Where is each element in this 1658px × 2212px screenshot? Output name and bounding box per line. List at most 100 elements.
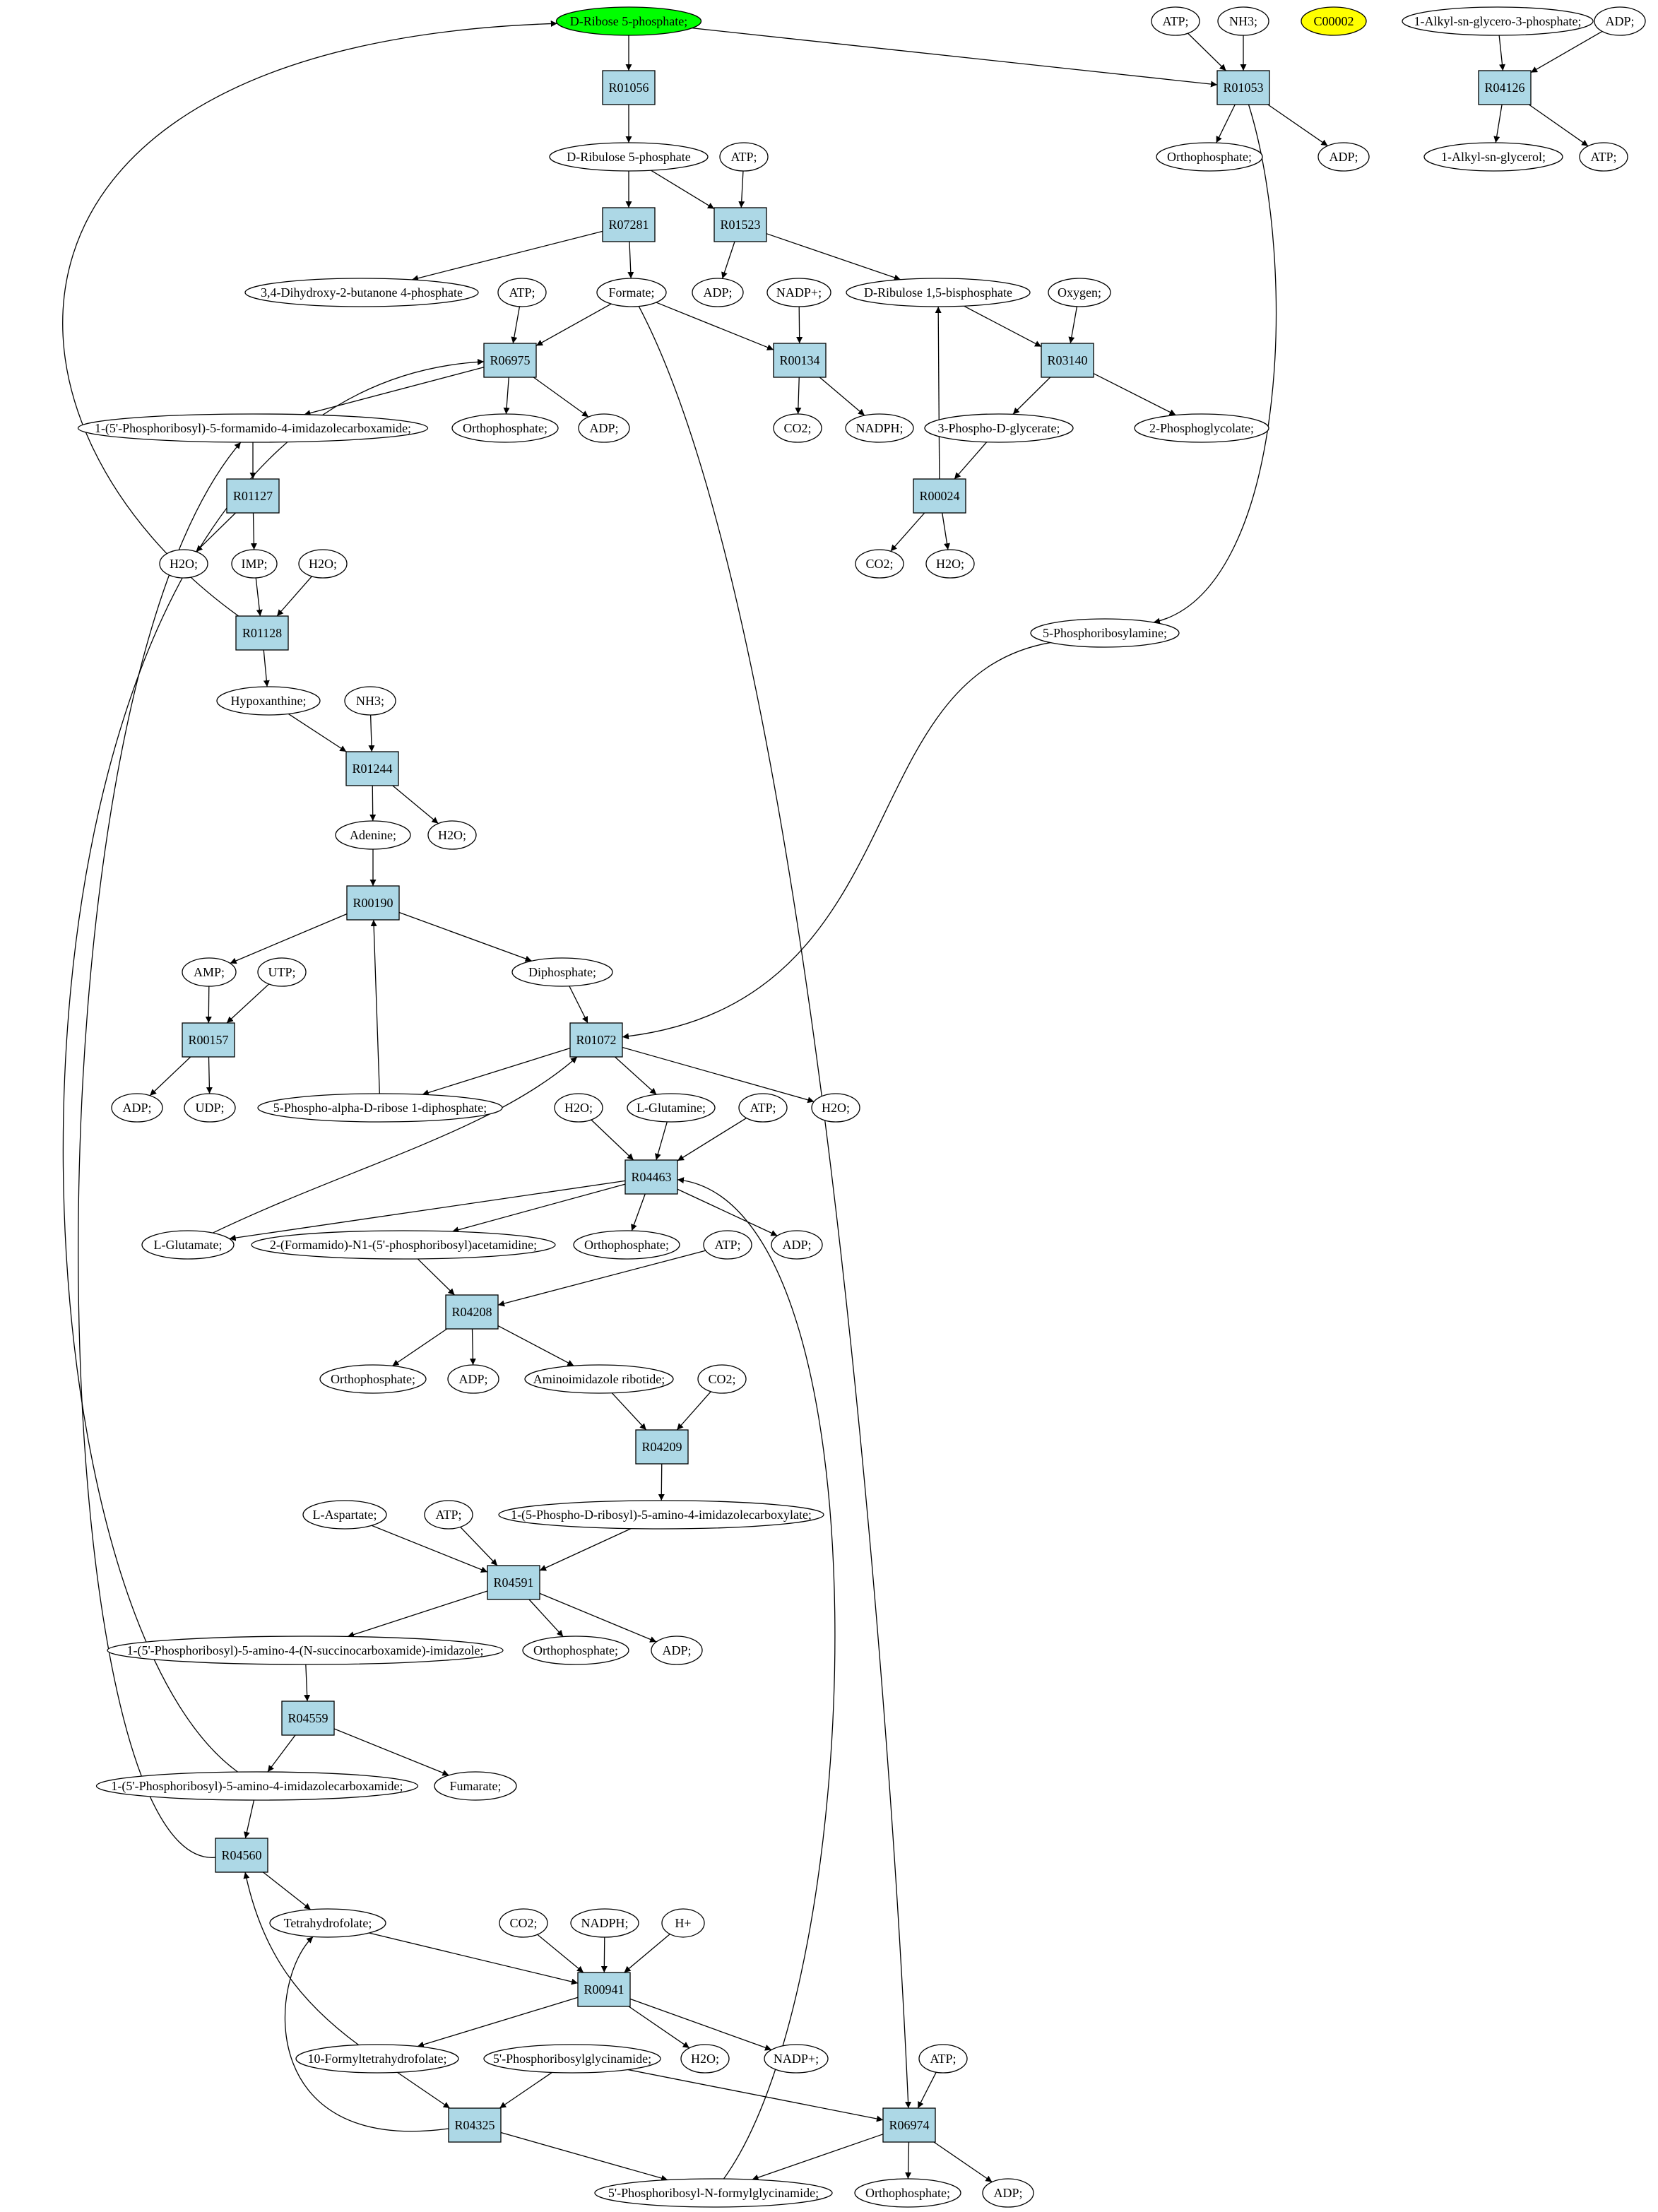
compound-node-atp4[interactable]: ATP; xyxy=(497,278,547,307)
compound-ellipse-utp[interactable] xyxy=(257,957,307,987)
compound-node-adenine[interactable]: Adenine; xyxy=(335,820,411,850)
compound-ellipse-adp9[interactable] xyxy=(982,2178,1034,2208)
compound-ellipse-imp[interactable] xyxy=(231,549,278,579)
compound-ellipse-co2b[interactable] xyxy=(855,549,904,579)
compound-node-co2a[interactable]: CO2; xyxy=(773,413,822,443)
compound-ellipse-atp6[interactable] xyxy=(703,1230,752,1260)
compound-node-fgam[interactable]: 2-(Formamido)-N1-(5'-phosphoribosyl)acet… xyxy=(251,1230,556,1260)
compound-node-atp3[interactable]: ATP; xyxy=(719,142,769,172)
compound-ellipse-atp4[interactable] xyxy=(497,278,547,307)
compound-node-3pg[interactable]: 3-Phospho-D-glycerate; xyxy=(924,413,1074,443)
reaction-box-R04126[interactable] xyxy=(1478,70,1532,105)
compound-ellipse-atp8[interactable] xyxy=(918,2044,968,2074)
reaction-box-R06975[interactable] xyxy=(483,343,537,378)
reaction-node-R04209[interactable]: R04209 xyxy=(635,1429,689,1465)
compound-node-h2o5[interactable]: H2O; xyxy=(554,1093,603,1123)
compound-ellipse-lgln[interactable] xyxy=(627,1093,716,1123)
compound-node-ortho3[interactable]: Orthophosphate; xyxy=(573,1230,680,1260)
compound-node-dru5p[interactable]: D-Ribulose 5-phosphate xyxy=(549,142,709,172)
compound-ellipse-h2o7[interactable] xyxy=(680,2044,730,2074)
reaction-box-R01128[interactable] xyxy=(235,615,289,651)
compound-node-ortho4[interactable]: Orthophosphate; xyxy=(319,1364,427,1394)
compound-ellipse-cair[interactable] xyxy=(498,1500,824,1530)
compound-ellipse-aicar[interactable] xyxy=(95,1771,419,1801)
reaction-node-R03140[interactable]: R03140 xyxy=(1041,343,1094,378)
reaction-box-R01072[interactable] xyxy=(569,1022,623,1058)
compound-node-lgln[interactable]: L-Glutamine; xyxy=(627,1093,716,1123)
compound-ellipse-h2o6[interactable] xyxy=(811,1093,860,1123)
compound-ellipse-oxygen[interactable] xyxy=(1048,278,1111,307)
reaction-box-R00190[interactable] xyxy=(346,885,400,921)
compound-node-fgar[interactable]: 5'-Phosphoribosyl-N-formylglycinamide; xyxy=(594,2178,833,2208)
compound-node-nadph2[interactable]: NADPH; xyxy=(570,1908,639,1938)
compound-ellipse-fgar[interactable] xyxy=(594,2178,833,2208)
compound-ellipse-adp8[interactable] xyxy=(651,1636,703,1665)
compound-node-atp2[interactable]: ATP; xyxy=(1579,142,1628,172)
compound-node-h2o4[interactable]: H2O; xyxy=(427,820,477,850)
reaction-node-R07281[interactable]: R07281 xyxy=(602,207,656,242)
compound-ellipse-10fthf[interactable] xyxy=(295,2044,459,2074)
reaction-box-R04591[interactable] xyxy=(487,1565,540,1600)
compound-ellipse-nadpp2[interactable] xyxy=(764,2044,829,2074)
compound-ellipse-adp6[interactable] xyxy=(771,1230,823,1260)
compound-node-dr5p[interactable]: D-Ribose 5-phosphate; xyxy=(555,6,702,36)
reaction-node-R04208[interactable]: R04208 xyxy=(445,1294,499,1330)
compound-node-10fthf[interactable]: 10-Formyltetrahydrofolate; xyxy=(295,2044,459,2074)
reaction-box-R07281[interactable] xyxy=(602,207,656,242)
reaction-box-R03140[interactable] xyxy=(1041,343,1094,378)
compound-node-atp5[interactable]: ATP; xyxy=(738,1093,788,1123)
compound-node-adp9[interactable]: ADP; xyxy=(982,2178,1034,2208)
compound-ellipse-co2c[interactable] xyxy=(697,1364,747,1394)
compound-node-h2o3[interactable]: H2O; xyxy=(925,549,975,579)
compound-node-nh3b[interactable]: NH3; xyxy=(344,686,396,716)
reaction-box-R04208[interactable] xyxy=(445,1294,499,1330)
compound-ellipse-atp3[interactable] xyxy=(719,142,769,172)
compound-node-co2b[interactable]: CO2; xyxy=(855,549,904,579)
compound-node-adp3[interactable]: ADP; xyxy=(692,278,744,307)
compound-ellipse-fumarate[interactable] xyxy=(434,1771,517,1801)
compound-ellipse-atp1[interactable] xyxy=(1151,6,1200,36)
reaction-node-R01128[interactable]: R01128 xyxy=(235,615,289,651)
reaction-node-R01056[interactable]: R01056 xyxy=(602,70,656,105)
reaction-box-R04559[interactable] xyxy=(281,1701,335,1736)
compound-node-ortho5[interactable]: Orthophosphate; xyxy=(522,1636,629,1665)
compound-ellipse-ortho2[interactable] xyxy=(451,413,559,443)
reaction-box-R01127[interactable] xyxy=(226,478,280,514)
compound-node-aicar[interactable]: 1-(5'-Phosphoribosyl)-5-amino-4-imidazol… xyxy=(95,1771,419,1801)
compound-ellipse-co2a[interactable] xyxy=(773,413,822,443)
compound-node-dhbp[interactable]: 3,4-Dihydroxy-2-butanone 4-phosphate xyxy=(244,278,479,307)
compound-node-lglu[interactable]: L-Glutamate; xyxy=(141,1230,235,1260)
compound-ellipse-diphos[interactable] xyxy=(511,957,613,987)
compound-ellipse-alkylg3p[interactable] xyxy=(1402,6,1594,36)
compound-ellipse-gar[interactable] xyxy=(483,2044,661,2074)
compound-node-fumarate[interactable]: Fumarate; xyxy=(434,1771,517,1801)
compound-ellipse-h2o3[interactable] xyxy=(925,549,975,579)
compound-ellipse-hplus[interactable] xyxy=(661,1908,705,1938)
compound-node-fpica[interactable]: 1-(5'-Phosphoribosyl)-5-formamido-4-imid… xyxy=(77,413,429,443)
reaction-node-R04560[interactable]: R04560 xyxy=(215,1838,268,1873)
compound-node-gar[interactable]: 5'-Phosphoribosylglycinamide; xyxy=(483,2044,661,2074)
compound-node-cair[interactable]: 1-(5-Phospho-D-ribosyl)-5-amino-4-imidaz… xyxy=(498,1500,824,1530)
compound-ellipse-ortho6[interactable] xyxy=(854,2178,961,2208)
compound-ellipse-nh3b[interactable] xyxy=(344,686,396,716)
compound-node-prpp[interactable]: 5-Phospho-alpha-D-ribose 1-diphosphate; xyxy=(257,1093,503,1123)
compound-ellipse-h2o4[interactable] xyxy=(427,820,477,850)
compound-ellipse-h2o1[interactable] xyxy=(159,549,208,579)
compound-ellipse-nadpp1[interactable] xyxy=(766,278,831,307)
compound-ellipse-prpp[interactable] xyxy=(257,1093,503,1123)
reaction-node-R04126[interactable]: R04126 xyxy=(1478,70,1532,105)
compound-node-h2o7[interactable]: H2O; xyxy=(680,2044,730,2074)
compound-ellipse-ortho5[interactable] xyxy=(522,1636,629,1665)
reaction-box-R06974[interactable] xyxy=(882,2107,936,2143)
reaction-box-R01056[interactable] xyxy=(602,70,656,105)
compound-ellipse-ortho4[interactable] xyxy=(319,1364,427,1394)
compound-node-air[interactable]: Aminoimidazole ribotide; xyxy=(524,1364,674,1394)
compound-node-nadpp1[interactable]: NADP+; xyxy=(766,278,831,307)
compound-node-ortho6[interactable]: Orthophosphate; xyxy=(854,2178,961,2208)
compound-ellipse-saicar[interactable] xyxy=(107,1636,504,1665)
compound-ellipse-hypox[interactable] xyxy=(216,686,321,716)
compound-node-h2o6[interactable]: H2O; xyxy=(811,1093,860,1123)
compound-node-formate[interactable]: Formate; xyxy=(596,278,667,307)
compound-ellipse-dr5p[interactable] xyxy=(555,6,702,36)
compound-node-amp[interactable]: AMP; xyxy=(182,957,237,987)
